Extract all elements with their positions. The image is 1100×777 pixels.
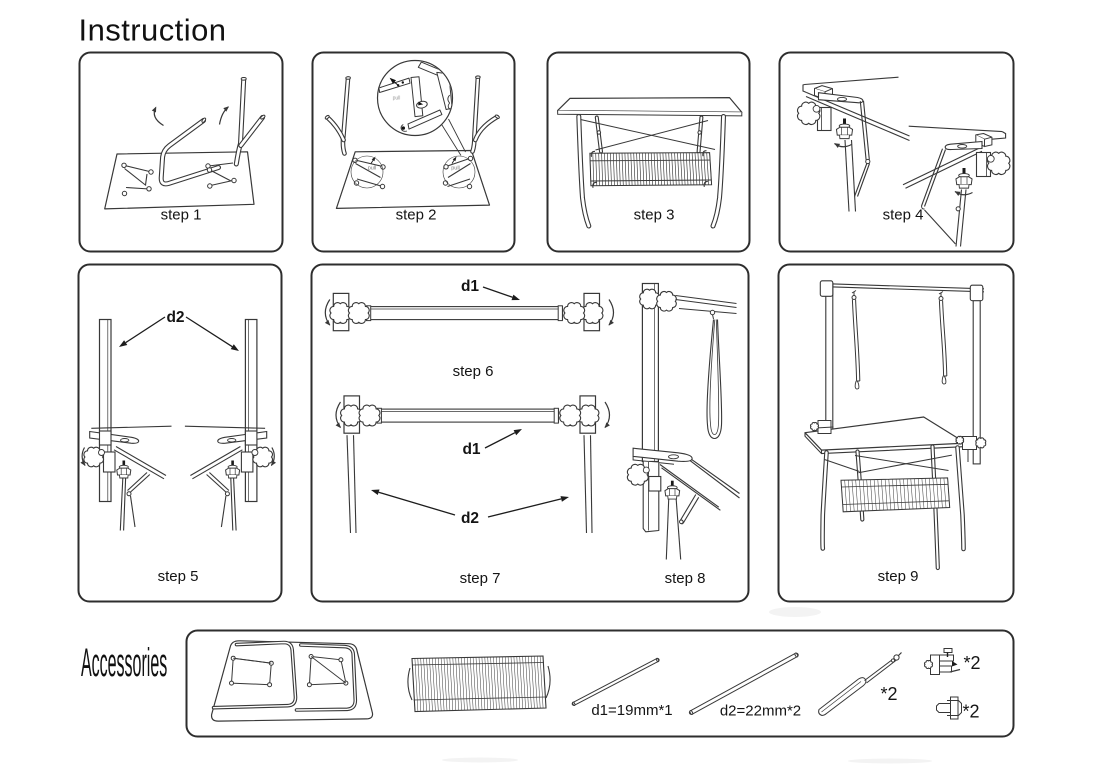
svg-text:step 9: step 9: [878, 568, 919, 585]
svg-text:*2: *2: [880, 684, 897, 704]
svg-text:Accessories: Accessories: [81, 641, 167, 686]
svg-text:step 8: step 8: [665, 570, 706, 587]
svg-text:Instruction: Instruction: [79, 13, 227, 48]
svg-text:step 3: step 3: [634, 207, 675, 224]
svg-text:pull: pull: [368, 166, 377, 172]
svg-text:step 4: step 4: [883, 207, 924, 224]
svg-text:d2: d2: [461, 510, 479, 527]
svg-text:d1=19mm*1: d1=19mm*1: [591, 702, 672, 719]
svg-text:step 7: step 7: [460, 570, 501, 587]
svg-text:pull: pull: [451, 166, 460, 172]
svg-text:d2=22mm*2: d2=22mm*2: [720, 703, 801, 720]
svg-text:pull: pull: [393, 96, 401, 102]
svg-text:d2: d2: [166, 309, 184, 326]
svg-text:step 2: step 2: [396, 207, 437, 224]
svg-text:step 6: step 6: [453, 363, 494, 380]
svg-text:*2: *2: [963, 653, 980, 673]
svg-text:step 1: step 1: [161, 207, 202, 224]
svg-text:d1: d1: [462, 441, 480, 458]
svg-text:step 5: step 5: [158, 568, 199, 585]
svg-text:*2: *2: [962, 702, 979, 722]
svg-text:d1: d1: [461, 278, 479, 295]
